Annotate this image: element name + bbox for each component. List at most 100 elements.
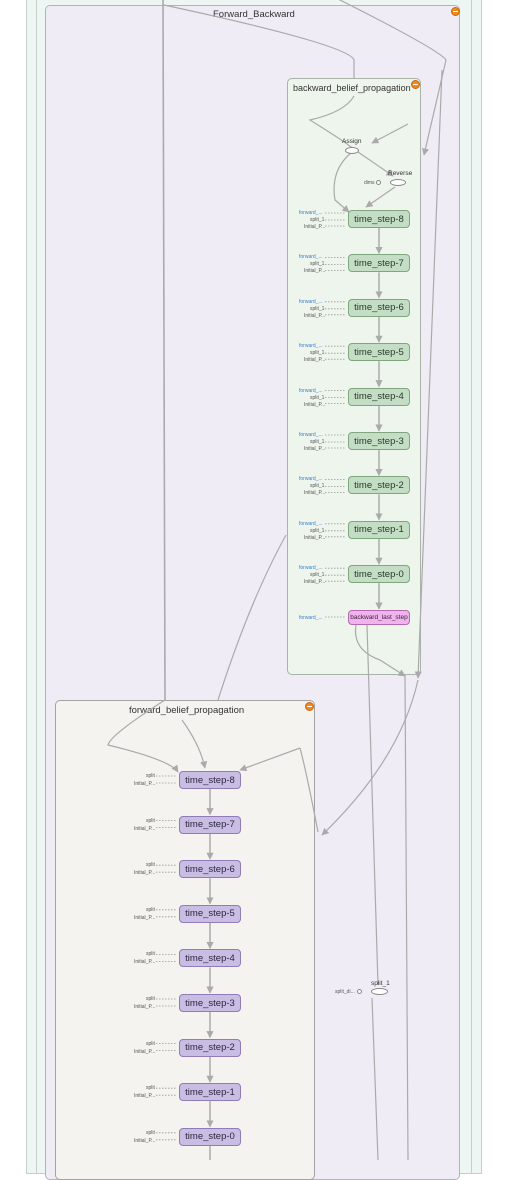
- forward-time-step-node[interactable]: time_step-7: [179, 815, 241, 834]
- forward-input-label: forward_...: [299, 520, 323, 527]
- forward-input-label: forward_...: [299, 476, 323, 483]
- initial-input-label: Initial_P...: [134, 1004, 156, 1010]
- edge: [181, 719, 208, 769]
- split-input-label: split: [146, 817, 155, 824]
- initial-input-label: Initial_P...: [304, 446, 326, 452]
- edge: [366, 624, 379, 986]
- split-input-label: split: [146, 906, 155, 913]
- reverse-label: Reverse: [388, 170, 413, 177]
- forward-input-label: forward_...: [299, 343, 323, 350]
- edge: [299, 747, 319, 833]
- split-input-label: split_1: [310, 305, 325, 312]
- forward-time-step-node[interactable]: time_step-3: [179, 994, 241, 1012]
- forward-time-step-node[interactable]: time_step-4: [179, 949, 241, 968]
- backward-group-title: backward_belief_propagation: [293, 83, 411, 93]
- forward-time-step-node[interactable]: time_step-0: [179, 1127, 241, 1146]
- initial-input-label: Initial_P...: [134, 914, 156, 921]
- forward-time-step-node[interactable]: time_step-8: [179, 771, 241, 789]
- assign-label: Assign: [342, 138, 362, 145]
- backward-time-step-node[interactable]: time_step-1: [348, 520, 410, 539]
- backward-time-step-node[interactable]: time_step-0: [348, 565, 410, 584]
- initial-input-label: Initial_P...: [134, 1048, 156, 1055]
- edge: [163, 4, 355, 78]
- split-input-label: split: [146, 773, 155, 779]
- edge: [354, 624, 406, 677]
- forward-backward-expand-icon[interactable]: [451, 7, 460, 16]
- initial-input-label: Initial_P...: [134, 959, 156, 966]
- edge: [414, 69, 443, 679]
- edge: [357, 151, 394, 177]
- forward-input-label: forward_...: [299, 565, 323, 572]
- split-input-label: split_1: [310, 572, 325, 579]
- split-1-op[interactable]: [371, 988, 388, 995]
- forward-group-title: forward_belief_propagation: [129, 705, 245, 716]
- forward-time-step-node[interactable]: time_step-2: [179, 1038, 241, 1057]
- split-input-label: split: [146, 996, 155, 1002]
- edge: [333, 151, 353, 213]
- edge: [365, 186, 396, 208]
- backward-time-step-node[interactable]: time_step-4: [348, 387, 410, 406]
- split-dim-const[interactable]: [357, 989, 362, 994]
- split-input-label: split_1: [310, 261, 325, 268]
- forward-time-step-node[interactable]: time_step-5: [179, 904, 241, 923]
- forward-time-step-node[interactable]: time_step-1: [179, 1083, 241, 1102]
- initial-input-label: Initial_P...: [304, 357, 326, 364]
- initial-input-label: Initial_P...: [304, 579, 326, 586]
- assign-op[interactable]: [345, 147, 359, 154]
- backward-time-step-node[interactable]: time_step-5: [348, 343, 410, 362]
- initial-input-label: Initial_P...: [304, 490, 326, 497]
- edge: [371, 997, 379, 1160]
- initial-input-label: Initial_P...: [134, 1137, 156, 1144]
- split-input-label: split: [146, 951, 155, 958]
- split-input-label: split: [146, 1040, 155, 1047]
- edge: [162, 0, 166, 701]
- initial-input-label: Initial_P...: [134, 870, 156, 877]
- backward-time-step-node[interactable]: time_step-2: [348, 476, 410, 495]
- forward-backward-title: Forward_Backward: [213, 9, 295, 20]
- split-input-label: split_1: [310, 439, 325, 445]
- initial-input-label: Initial_P...: [304, 224, 326, 230]
- split-input-label: split_1: [310, 483, 325, 490]
- split-input-label: split_1: [310, 217, 325, 223]
- backward-time-step-node[interactable]: time_step-7: [348, 254, 410, 273]
- reverse-op[interactable]: [390, 179, 406, 186]
- split-input-label: split_1: [310, 394, 325, 401]
- split-input-label: split_1: [310, 350, 325, 357]
- split-input-label: split_1: [310, 527, 325, 534]
- initial-input-label: Initial_P...: [304, 268, 326, 275]
- forward-input-label: forward_...: [299, 432, 323, 438]
- initial-input-label: Initial_P...: [304, 534, 326, 541]
- edge: [404, 674, 409, 1160]
- edge: [338, 0, 447, 156]
- forward-input-label: forward_...: [299, 387, 323, 394]
- split-input-label: split: [146, 1085, 155, 1092]
- initial-input-label: Initial_P...: [134, 825, 156, 832]
- backward-last-step-node[interactable]: backward_last_step: [348, 610, 410, 625]
- backward-time-step-node[interactable]: time_step-8: [348, 210, 410, 228]
- split-input-label: split: [146, 862, 155, 869]
- edge: [217, 534, 287, 701]
- backward-expand-icon[interactable]: [411, 80, 420, 89]
- forward-input-label: forward_...: [299, 615, 323, 621]
- initial-input-label: Initial_P...: [304, 312, 326, 319]
- split-1-label: split_1: [371, 980, 390, 987]
- forward-expand-icon[interactable]: [305, 702, 314, 711]
- initial-input-label: Initial_P...: [134, 781, 156, 787]
- outer-group-inner-border: [36, 0, 472, 1174]
- edge: [239, 747, 301, 772]
- edge: [107, 699, 179, 773]
- backward-time-step-node[interactable]: time_step-6: [348, 298, 410, 317]
- backward-time-step-node[interactable]: time_step-3: [348, 432, 410, 450]
- edge: [321, 679, 419, 836]
- edge: [308, 95, 355, 149]
- forward-input-label: forward_...: [299, 210, 323, 216]
- initial-input-label: Initial_P...: [304, 401, 326, 408]
- split-input-label: split: [146, 1129, 155, 1136]
- forward-time-step-node[interactable]: time_step-6: [179, 860, 241, 879]
- split-dim-label: split_di...: [335, 989, 355, 995]
- dims-label: dims: [364, 180, 375, 186]
- dims-const[interactable]: [376, 180, 381, 185]
- forward-input-label: forward_...: [299, 254, 323, 261]
- edge: [371, 123, 409, 144]
